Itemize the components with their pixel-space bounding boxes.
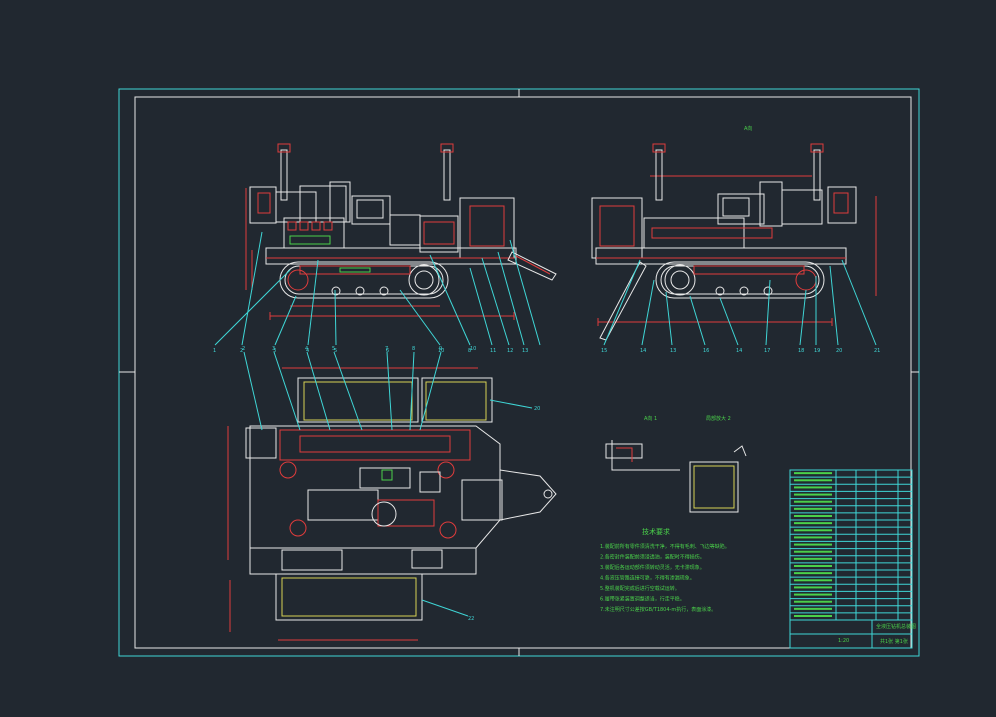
parts-row-text-mark xyxy=(794,572,832,575)
tech-note-line: 5.整机装配完成后进行空载试运转。 xyxy=(600,585,680,592)
balloon-right-2: 13 xyxy=(670,348,676,354)
balloon-plan-6: 9 xyxy=(439,346,442,352)
parts-row-text-mark xyxy=(794,472,832,475)
balloon-left-4: 5 xyxy=(334,348,337,354)
parts-row-text-mark xyxy=(794,486,832,489)
balloon-left-6: 10 xyxy=(438,348,444,354)
parts-row-text-mark xyxy=(794,479,832,482)
parts-list-rows xyxy=(790,472,912,621)
balloon-right-3: 16 xyxy=(703,348,709,354)
balloon-right-8: 20 xyxy=(836,348,842,354)
drawing-sheet: 共1张 第1张 xyxy=(880,638,908,645)
balloon-right-6: 18 xyxy=(798,348,804,354)
tech-note-line: 6.履带张紧装置调整适当，行走平稳。 xyxy=(600,596,685,603)
view-tag-a: A向 xyxy=(744,125,752,132)
parts-row-text-mark xyxy=(794,550,832,553)
tech-note-line: 2.各密封件装配前须浸透油，装配时不得损伤。 xyxy=(600,554,705,561)
detail-label-left: A向 1 xyxy=(644,415,657,422)
parts-row-text-mark xyxy=(794,507,832,510)
balloon-left-5: 6 xyxy=(386,348,389,354)
balloon-left-8: 11 xyxy=(490,348,496,354)
balloon-plan-9: 22 xyxy=(468,616,474,622)
balloon-right-5: 17 xyxy=(764,348,770,354)
balloon-left-0: 1 xyxy=(213,348,216,354)
parts-row-text-mark xyxy=(794,515,832,517)
side-view-right xyxy=(591,143,877,346)
outer-frame xyxy=(118,88,920,657)
tech-notes: 1.装配前所有零件须清洗干净，不得有毛刺、飞边等缺陷。 2.各密封件装配前须浸透油… xyxy=(600,543,730,613)
detail-label-right: 局部放大 2 xyxy=(706,415,731,422)
parts-row-text-mark xyxy=(794,607,832,610)
balloon-left-10: 13 xyxy=(522,348,528,354)
balloon-plan-4: 7 xyxy=(385,346,388,352)
side-view-left xyxy=(214,143,557,346)
balloon-left-2: 3 xyxy=(273,348,276,354)
tech-note-line: 1.装配前所有零件须清洗干净，不得有毛刺、飞边等缺陷。 xyxy=(600,543,730,550)
parts-row-text-mark xyxy=(794,493,832,496)
balloon-plan-0: 2 xyxy=(242,346,245,352)
balloon-right-9: 21 xyxy=(874,348,880,354)
balloon-left-7: 8 xyxy=(468,348,471,354)
balloon-plan-3: 5 xyxy=(332,346,335,352)
balloon-right-1: 14 xyxy=(640,348,646,354)
parts-row-text-mark xyxy=(794,543,832,546)
drawing-scale: 1:20 xyxy=(838,638,849,644)
balloon-plan-7: 10 xyxy=(470,346,476,352)
balloon-plan-5: 8 xyxy=(412,346,415,352)
detail-views xyxy=(605,440,747,513)
parts-row-text-mark xyxy=(794,586,832,589)
balloon-plan-1: 3 xyxy=(272,346,275,352)
parts-row-text-mark xyxy=(794,579,832,582)
plan-view xyxy=(227,351,557,641)
parts-row-text-mark xyxy=(794,565,832,567)
drawing-text: A向 A向 1 局部放大 2 技术要求 1.装配前所有零件须清洗干净，不得有毛刺… xyxy=(600,125,916,645)
balloon-left-9: 12 xyxy=(507,348,513,354)
balloon-left-3: 4 xyxy=(306,348,309,354)
parts-row-text-mark xyxy=(794,600,832,603)
balloon-right-4: 14 xyxy=(736,348,742,354)
tech-note-line: 3.装配后各运动部件须转动灵活，无卡滞现象。 xyxy=(600,564,705,571)
drawing-name: 全液压钻机总装图 xyxy=(876,623,916,630)
tech-notes-heading: 技术要求 xyxy=(642,527,670,536)
balloon-plan-2: 4 xyxy=(305,346,308,352)
balloon-right-0: 15 xyxy=(601,348,607,354)
parts-row-text-mark xyxy=(794,500,832,503)
parts-row-text-mark xyxy=(794,615,832,617)
parts-row-text-mark xyxy=(794,522,832,525)
tech-note-line: 4.各液压管路连接可靠，不得有渗漏现象。 xyxy=(600,575,695,582)
tech-note-line: 7.未注明尺寸公差按GB/T1804-m执行，表面涂漆。 xyxy=(600,606,716,613)
balloon-plan-8: 20 xyxy=(534,406,540,412)
parts-row-text-mark xyxy=(794,593,832,596)
parts-row-text-mark xyxy=(794,529,832,532)
balloon-left-1: 2 xyxy=(240,348,243,354)
balloon-right-7: 19 xyxy=(814,348,820,354)
parts-row-text-mark xyxy=(794,557,832,560)
parts-row-text-mark xyxy=(794,536,832,539)
title-block xyxy=(789,469,913,649)
